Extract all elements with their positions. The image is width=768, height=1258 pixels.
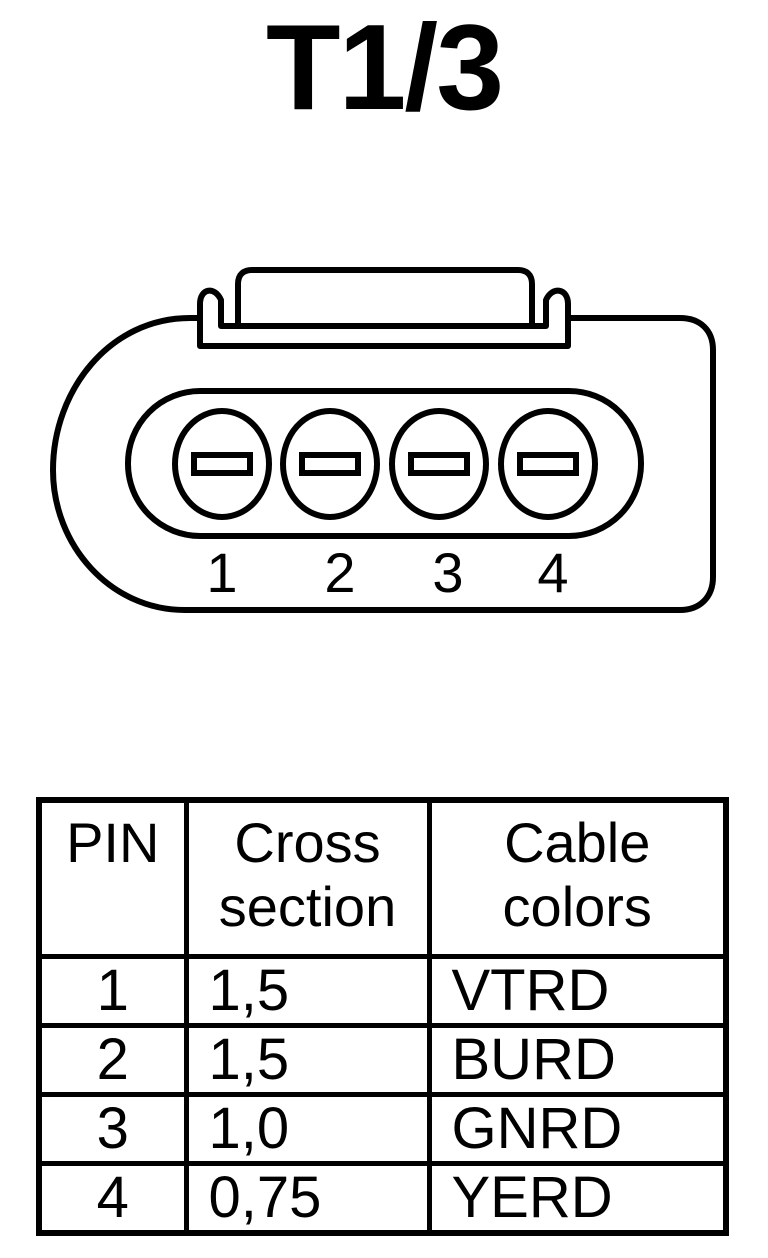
pin-contact-slot [299,452,361,476]
cable-color-cell: VTRD [426,954,729,1028]
cross-section-cell: 0,75 [183,1161,432,1236]
cross-section-cell: 1,0 [183,1092,432,1166]
pin-label-group: 1 2 3 4 [206,541,568,604]
cross-section-column-header: Cross section [183,797,432,959]
pin-cavity [498,408,598,520]
pin-number-cell: 4 [36,1161,189,1236]
pin-number-label: 4 [537,541,568,604]
connector-housing [50,315,716,613]
cable-color-cell: YERD [426,1161,729,1236]
pin-cavity [280,408,380,520]
pin-cavity [172,408,272,520]
connector-title: T1/3 [265,0,504,135]
pin-number-label: 1 [206,541,237,604]
table-header-row: PIN Cross section Cable colors [36,797,729,959]
connector-latch [197,287,571,349]
pin-group [172,408,598,520]
pin-cavity [389,408,489,520]
table-row: 4 0,75 YERD [36,1161,729,1236]
pin-number-cell: 1 [36,954,189,1028]
connector-latch-top [235,267,535,326]
cross-section-cell: 1,5 [183,1023,432,1097]
cable-color-cell: GNRD [426,1092,729,1166]
pin-number-cell: 2 [36,1023,189,1097]
table-row: 1 1,5 VTRD [36,954,729,1028]
pin-socket-area [125,388,644,539]
pin-assignment-table: PIN Cross section Cable colors 1 1,5 VTR… [36,797,729,1236]
pin-number-label: 2 [324,541,355,604]
pin-number-cell: 3 [36,1092,189,1166]
pin-column-header: PIN [36,797,189,959]
connector-diagram: 1 2 3 4 [50,267,716,613]
table-row: 3 1,0 GNRD [36,1092,729,1166]
pin-number-label: 3 [432,541,463,604]
pin-contact-slot [517,452,579,476]
cable-colors-column-header: Cable colors [426,797,729,959]
cable-color-cell: BURD [426,1023,729,1097]
pin-contact-slot [191,452,253,476]
table-row: 2 1,5 BURD [36,1023,729,1097]
pin-contact-slot [408,452,470,476]
cross-section-cell: 1,5 [183,954,432,1028]
